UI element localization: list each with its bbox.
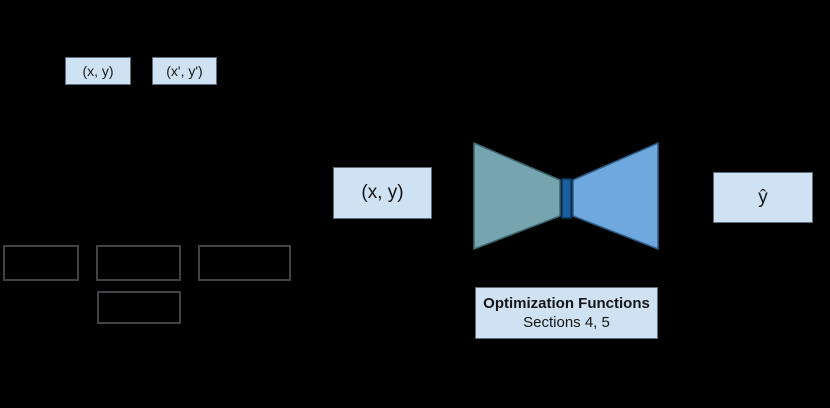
bottleneck-bar [561, 178, 572, 219]
model-input-label: (x, y) [361, 182, 404, 203]
dataset-pair-box-xy: (x, y) [65, 57, 131, 85]
network-bowtie [473, 141, 659, 251]
optimization-functions-title: Optimization Functions [483, 294, 650, 312]
prediction-output-box: ŷ [713, 172, 813, 223]
optimization-functions-subtitle: Sections 4, 5 [523, 313, 610, 331]
outline-box-3 [198, 245, 291, 281]
model-input-box: (x, y) [333, 167, 432, 219]
encoder-trapezoid [473, 141, 561, 251]
dataset-pair-label-xpyp: (x', y') [166, 63, 203, 79]
dataset-pair-box-xpyp: (x', y') [152, 57, 217, 85]
optimization-functions-box: Optimization Functions Sections 4, 5 [475, 287, 658, 339]
outline-box-2 [96, 245, 181, 281]
outline-box-1 [3, 245, 79, 281]
dataset-pair-label-xy: (x, y) [82, 63, 114, 79]
outline-box-4 [97, 291, 181, 324]
prediction-output-label: ŷ [758, 186, 768, 208]
decoder-trapezoid [572, 141, 659, 251]
